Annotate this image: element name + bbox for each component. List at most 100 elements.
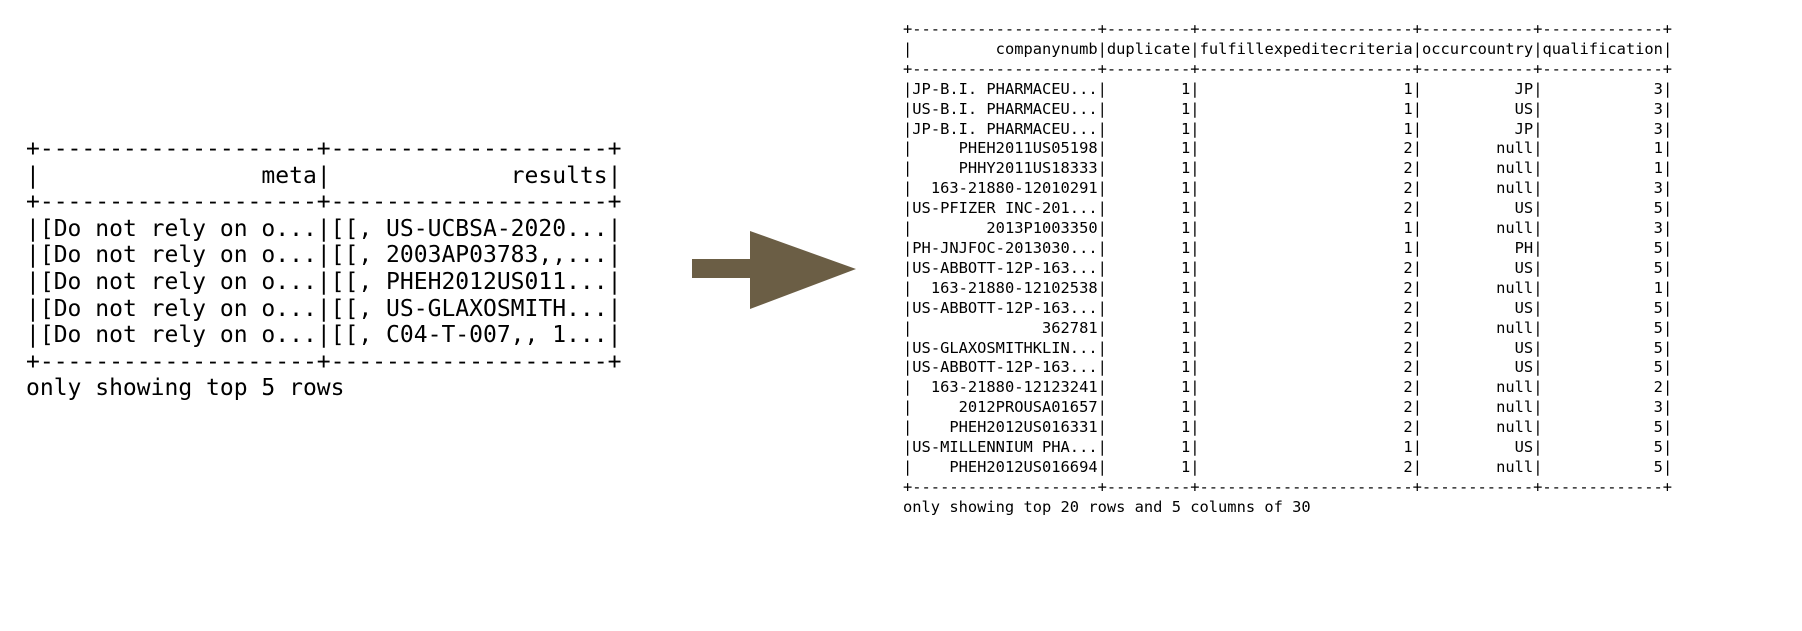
right-table-cell-duplicate: 1 bbox=[1106, 139, 1191, 158]
right-table-cell-qualification: 5 bbox=[1542, 438, 1663, 457]
right-table-cell-duplicate: 1 bbox=[1106, 219, 1191, 238]
right-table-cell-qualification: 3 bbox=[1542, 79, 1663, 98]
right-table-cell-qualification: 5 bbox=[1542, 199, 1663, 218]
right-table-cell-occurcountry: null bbox=[1421, 159, 1534, 178]
right-table-cell-occurcountry: null bbox=[1421, 278, 1534, 297]
right-table-cell-companynumb: 163-21880-12102538 bbox=[912, 278, 1098, 297]
left-table-cell-results: [[, US-GLAXOSMITH... bbox=[330, 295, 608, 322]
right-table-cell-companynumb: US-ABBOTT-12P-163... bbox=[912, 358, 1098, 377]
right-table-cell-occurcountry: null bbox=[1421, 139, 1534, 158]
right-table-cell-duplicate: 1 bbox=[1106, 378, 1191, 397]
left-console-output: +--------------------+------------------… bbox=[26, 136, 622, 402]
right-table-cell-companynumb: PHEH2011US05198 bbox=[912, 139, 1098, 158]
right-table-cell-qualification: 5 bbox=[1542, 258, 1663, 277]
right-table-cell-fulfillexpeditecriteria: 2 bbox=[1199, 358, 1413, 377]
right-table-cell-fulfillexpeditecriteria: 1 bbox=[1199, 438, 1413, 457]
right-table-cell-qualification: 3 bbox=[1542, 99, 1663, 118]
right-table-cell-qualification: 5 bbox=[1542, 358, 1663, 377]
right-table-cell-companynumb: US-GLAXOSMITHKLIN... bbox=[912, 338, 1098, 357]
right-table-footer-text: only showing top 20 rows and 5 columns o… bbox=[903, 497, 1311, 516]
right-table-cell-occurcountry: US bbox=[1421, 338, 1534, 357]
right-table-cell-qualification: 5 bbox=[1542, 338, 1663, 357]
right-table-cell-duplicate: 1 bbox=[1106, 438, 1191, 457]
left-table-footer-text: only showing top 5 rows bbox=[26, 375, 345, 402]
right-table-cell-occurcountry: US bbox=[1421, 99, 1534, 118]
right-table-cell-companynumb: 163-21880-12123241 bbox=[912, 378, 1098, 397]
right-table-cell-companynumb: PHEH2012US016331 bbox=[912, 418, 1098, 437]
right-table-cell-fulfillexpeditecriteria: 2 bbox=[1199, 318, 1413, 337]
right-table-cell-qualification: 5 bbox=[1542, 418, 1663, 437]
left-table-cell-meta: [Do not rely on o... bbox=[39, 215, 317, 242]
right-table-cell-fulfillexpeditecriteria: 1 bbox=[1199, 79, 1413, 98]
right-table-cell-companynumb: US-PFIZER INC-201... bbox=[912, 199, 1098, 218]
right-table-cell-duplicate: 1 bbox=[1106, 238, 1191, 257]
right-table-cell-fulfillexpeditecriteria: 2 bbox=[1199, 378, 1413, 397]
right-table-header-fulfillexpeditecriteria: fulfillexpeditecriteria bbox=[1199, 39, 1413, 58]
right-table-cell-fulfillexpeditecriteria: 2 bbox=[1199, 457, 1413, 476]
right-table-cell-fulfillexpeditecriteria: 2 bbox=[1199, 258, 1413, 277]
right-table-cell-fulfillexpeditecriteria: 2 bbox=[1199, 338, 1413, 357]
right-table-cell-duplicate: 1 bbox=[1106, 258, 1191, 277]
right-table-cell-duplicate: 1 bbox=[1106, 159, 1191, 178]
right-table-cell-fulfillexpeditecriteria: 2 bbox=[1199, 418, 1413, 437]
right-table-cell-duplicate: 1 bbox=[1106, 398, 1191, 417]
left-table-cell-meta: [Do not rely on o... bbox=[39, 322, 317, 349]
right-table-cell-companynumb: US-B.I. PHARMACEU... bbox=[912, 99, 1098, 118]
right-table-cell-fulfillexpeditecriteria: 1 bbox=[1199, 99, 1413, 118]
left-table-cell-results: [[, 2003AP03783,,... bbox=[330, 242, 608, 269]
right-table-cell-duplicate: 1 bbox=[1106, 358, 1191, 377]
right-table-cell-occurcountry: null bbox=[1421, 219, 1534, 238]
left-table-cell-meta: [Do not rely on o... bbox=[39, 268, 317, 295]
right-table-cell-duplicate: 1 bbox=[1106, 79, 1191, 98]
left-table-cell-meta: [Do not rely on o... bbox=[39, 242, 317, 269]
right-table-cell-occurcountry: null bbox=[1421, 318, 1534, 337]
right-table-cell-occurcountry: JP bbox=[1421, 119, 1534, 138]
right-table-cell-qualification: 1 bbox=[1542, 139, 1663, 158]
left-table-cell-results: [[, PHEH2012US011... bbox=[330, 268, 608, 295]
right-table-cell-companynumb: 362781 bbox=[912, 318, 1098, 337]
right-table-cell-fulfillexpeditecriteria: 1 bbox=[1199, 238, 1413, 257]
right-table-cell-qualification: 2 bbox=[1542, 378, 1663, 397]
right-table-cell-companynumb: JP-B.I. PHARMACEU... bbox=[912, 79, 1098, 98]
right-table-cell-occurcountry: US bbox=[1421, 358, 1534, 377]
right-table-cell-occurcountry: null bbox=[1421, 418, 1534, 437]
right-table-cell-duplicate: 1 bbox=[1106, 298, 1191, 317]
right-table-header-qualification: qualification bbox=[1542, 39, 1663, 58]
right-table-cell-occurcountry: US bbox=[1421, 199, 1534, 218]
right-table-cell-duplicate: 1 bbox=[1106, 99, 1191, 118]
right-table-cell-occurcountry: null bbox=[1421, 398, 1534, 417]
right-table-cell-companynumb: US-ABBOTT-12P-163... bbox=[912, 258, 1098, 277]
right-table-cell-occurcountry: JP bbox=[1421, 79, 1534, 98]
right-table-cell-duplicate: 1 bbox=[1106, 199, 1191, 218]
left-table-cell-results: [[, C04-T-007,, 1... bbox=[330, 322, 608, 349]
left-table-header-meta: meta bbox=[39, 162, 317, 189]
right-table-cell-companynumb: PHEH2012US016694 bbox=[912, 457, 1098, 476]
right-table-cell-fulfillexpeditecriteria: 2 bbox=[1199, 398, 1413, 417]
right-table-cell-qualification: 3 bbox=[1542, 179, 1663, 198]
right-table-cell-companynumb: 2012PROUSA01657 bbox=[912, 398, 1098, 417]
left-table-cell-meta: [Do not rely on o... bbox=[39, 295, 317, 322]
right-table-cell-companynumb: US-MILLENNIUM PHA... bbox=[912, 438, 1098, 457]
right-table-cell-occurcountry: null bbox=[1421, 457, 1534, 476]
right-table-cell-duplicate: 1 bbox=[1106, 418, 1191, 437]
right-table-header-companynumb: companynumb bbox=[912, 39, 1098, 58]
right-table-cell-companynumb: 2013P1003350 bbox=[912, 219, 1098, 238]
right-table-cell-duplicate: 1 bbox=[1106, 457, 1191, 476]
right-table-cell-companynumb: PHHY2011US18333 bbox=[912, 159, 1098, 178]
right-arrow-icon bbox=[692, 231, 856, 309]
right-table-cell-qualification: 5 bbox=[1542, 318, 1663, 337]
right-table-cell-qualification: 1 bbox=[1542, 278, 1663, 297]
right-table-cell-fulfillexpeditecriteria: 2 bbox=[1199, 159, 1413, 178]
right-table-cell-duplicate: 1 bbox=[1106, 338, 1191, 357]
right-table-cell-duplicate: 1 bbox=[1106, 119, 1191, 138]
right-table-header-duplicate: duplicate bbox=[1106, 39, 1191, 58]
right-table-cell-occurcountry: US bbox=[1421, 438, 1534, 457]
right-table-cell-duplicate: 1 bbox=[1106, 179, 1191, 198]
right-table-cell-fulfillexpeditecriteria: 2 bbox=[1199, 278, 1413, 297]
right-table-cell-qualification: 3 bbox=[1542, 398, 1663, 417]
right-table-cell-qualification: 5 bbox=[1542, 457, 1663, 476]
right-table-cell-qualification: 5 bbox=[1542, 298, 1663, 317]
right-table-cell-fulfillexpeditecriteria: 1 bbox=[1199, 119, 1413, 138]
right-table-cell-duplicate: 1 bbox=[1106, 318, 1191, 337]
right-table-cell-fulfillexpeditecriteria: 2 bbox=[1199, 199, 1413, 218]
